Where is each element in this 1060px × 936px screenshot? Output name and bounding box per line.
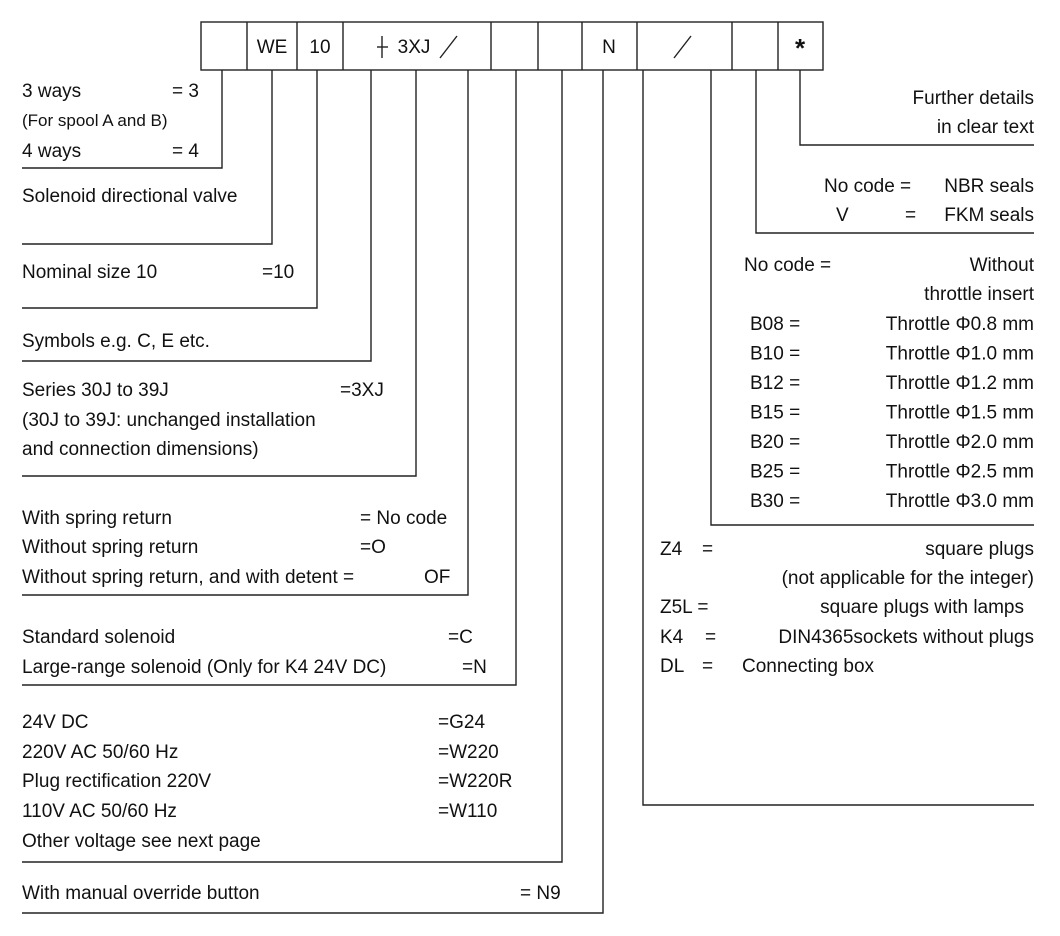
spring-with-value: = No code (360, 508, 447, 529)
series-value: =3XJ (340, 380, 384, 401)
voltage-rect-value: =W220R (438, 771, 512, 792)
size-value: =10 (262, 262, 294, 283)
throttle-without: Without (970, 255, 1035, 276)
plug-dl-eq: = (702, 656, 713, 677)
ways-4-label: 4 ways (22, 141, 81, 162)
solenoid-large-label: Large-range solenoid (Only for K4 24V DC… (22, 657, 386, 678)
plug-k4-eq: = (705, 627, 716, 648)
further-line-1: Further details (913, 88, 1034, 109)
seals-v-code: V (836, 205, 849, 226)
plug-z4-note: (not applicable for the integer) (782, 568, 1034, 589)
plug-k4-desc: DIN4365sockets without plugs (778, 627, 1034, 648)
code-star: * (795, 33, 806, 63)
solenoid-group: Standard solenoid =C Large-range solenoi… (22, 627, 487, 678)
size-label: Nominal size 10 (22, 262, 157, 283)
spring-group: With spring return = No code Without spr… (22, 508, 450, 588)
seals-nocode: No code = (824, 176, 911, 197)
solenoid-standard-label: Standard solenoid (22, 627, 175, 648)
plug-dl-desc: Connecting box (742, 656, 875, 677)
throttle-desc: Throttle Φ0.8 mm (886, 314, 1034, 335)
throttle-code: B08 = (750, 314, 800, 335)
throttle-desc: Throttle Φ1.2 mm (886, 373, 1034, 394)
throttle-desc: Throttle Φ1.0 mm (886, 344, 1034, 365)
code-size: 10 (309, 37, 330, 58)
seals-fkm: FKM seals (944, 205, 1034, 226)
leader-lines (22, 70, 1034, 914)
ways-4-value: = 4 (172, 141, 199, 162)
code-box-row: WE 10 3XJ N * (200, 21, 824, 71)
voltage-220v-value: =W220 (438, 742, 499, 763)
symbols-label: Symbols e.g. C, E etc. (22, 331, 210, 352)
plug-dl-code: DL (660, 656, 684, 677)
voltage-24v-label: 24V DC (22, 712, 89, 733)
valve-label: Solenoid directional valve (22, 186, 237, 207)
throttle-desc: Throttle Φ1.5 mm (886, 403, 1034, 424)
throttle-list: B08 = Throttle Φ0.8 mm B10 = Throttle Φ1.0 … (750, 314, 1034, 512)
plug-z4-desc: square plugs (925, 539, 1034, 560)
further-group: Further details in clear text (913, 88, 1035, 138)
override-group: With manual override button = N9 (22, 883, 561, 904)
plug-z5l-desc: square plugs with lamps (820, 597, 1024, 618)
slash-separator (439, 35, 458, 59)
voltage-220v-label: 220V AC 50/60 Hz (22, 742, 178, 763)
seals-group: No code = NBR seals V = FKM seals (824, 176, 1034, 226)
throttle-code: B25 = (750, 462, 800, 483)
ways-group: 3 ways = 3 (For spool A and B) 4 ways = … (22, 81, 199, 162)
plugs-group: Z4 = square plugs (not applicable for th… (660, 539, 1034, 677)
code-n: N (602, 37, 616, 58)
voltage-110v-value: =W110 (438, 801, 497, 822)
solenoid-standard-value: =C (448, 627, 473, 648)
ways-3-label: 3 ways (22, 81, 81, 102)
voltage-24v-value: =G24 (438, 712, 485, 733)
spring-without-label: Without spring return (22, 537, 198, 558)
size-group: Nominal size 10 =10 (22, 262, 294, 283)
plug-z4-code: Z4 (660, 539, 683, 560)
ways-spool-note: (For spool A and B) (22, 111, 168, 130)
throttle-code: B15 = (750, 403, 800, 424)
slash-separator (673, 35, 692, 59)
code-series: 3XJ (398, 37, 431, 58)
throttle-code: B12 = (750, 373, 800, 394)
throttle-code: B30 = (750, 491, 800, 512)
voltage-rect-label: Plug rectification 220V (22, 771, 211, 792)
code-we: WE (257, 37, 288, 58)
spring-without-value: =O (360, 537, 386, 558)
throttle-code: B20 = (750, 432, 800, 453)
spring-detent-value: OF (424, 567, 450, 588)
throttle-group: No code = Without throttle insert B08 = T… (744, 255, 1035, 512)
override-label: With manual override button (22, 883, 260, 904)
code-box-frame (200, 21, 824, 71)
series-group: Series 30J to 39J =3XJ (30J to 39J: unch… (22, 380, 384, 460)
ways-3-value: = 3 (172, 81, 199, 102)
spring-detent-label: Without spring return, and with detent = (22, 567, 354, 588)
voltage-110v-label: 110V AC 50/60 Hz (22, 801, 177, 822)
throttle-code: B10 = (750, 344, 800, 365)
solenoid-large-value: =N (462, 657, 487, 678)
seals-v-eq: = (905, 205, 916, 226)
throttle-desc: Throttle Φ2.5 mm (886, 462, 1034, 483)
series-note-1: (30J to 39J: unchanged installation (22, 410, 316, 431)
plug-z5l-code: Z5L = (660, 597, 708, 618)
throttle-desc: Throttle Φ2.0 mm (886, 432, 1034, 453)
seals-nbr: NBR seals (944, 176, 1034, 197)
plug-z4-eq: = (702, 539, 713, 560)
further-line-2: in clear text (937, 117, 1035, 138)
throttle-nocode: No code = (744, 255, 831, 276)
override-value: = N9 (520, 883, 561, 904)
voltage-group: 24V DC =G24 220V AC 50/60 Hz =W220 Plug … (22, 712, 512, 852)
spring-with-label: With spring return (22, 508, 172, 529)
voltage-other-label: Other voltage see next page (22, 831, 261, 852)
series-label: Series 30J to 39J (22, 380, 169, 401)
throttle-desc: Throttle Φ3.0 mm (886, 491, 1034, 512)
series-note-2: and connection dimensions) (22, 439, 259, 460)
throttle-insert: throttle insert (924, 284, 1035, 305)
plug-k4-code: K4 (660, 627, 684, 648)
